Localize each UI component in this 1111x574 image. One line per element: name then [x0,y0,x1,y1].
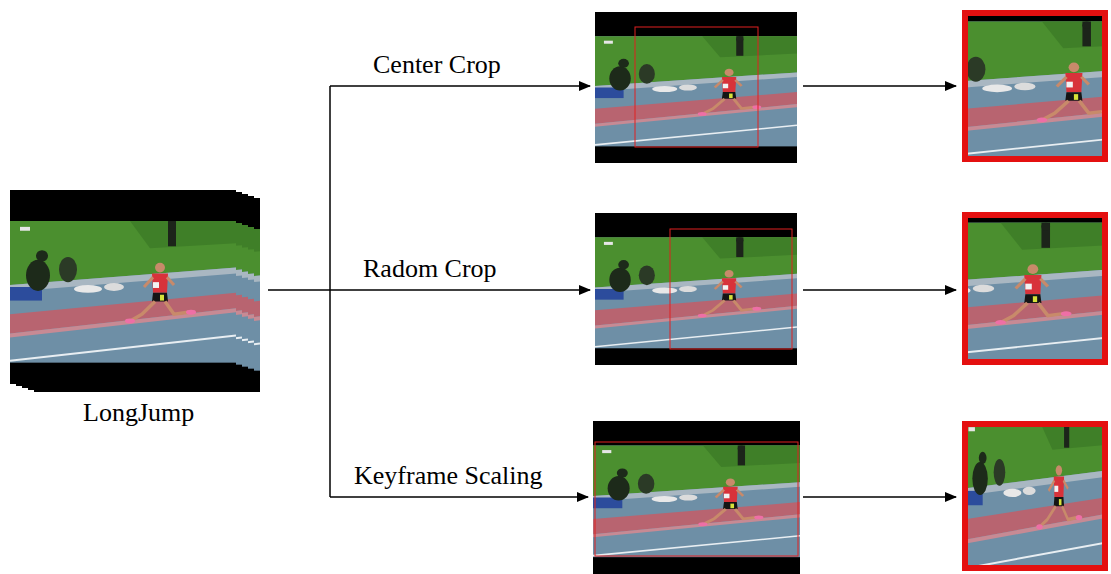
branch-label: Center Crop [370,50,504,80]
video-stack: LongJump [10,188,268,430]
branch-label: Keyframe Scaling [351,461,545,491]
node-caption: LongJump [83,398,194,428]
branch-label: Radom Crop [360,254,500,284]
